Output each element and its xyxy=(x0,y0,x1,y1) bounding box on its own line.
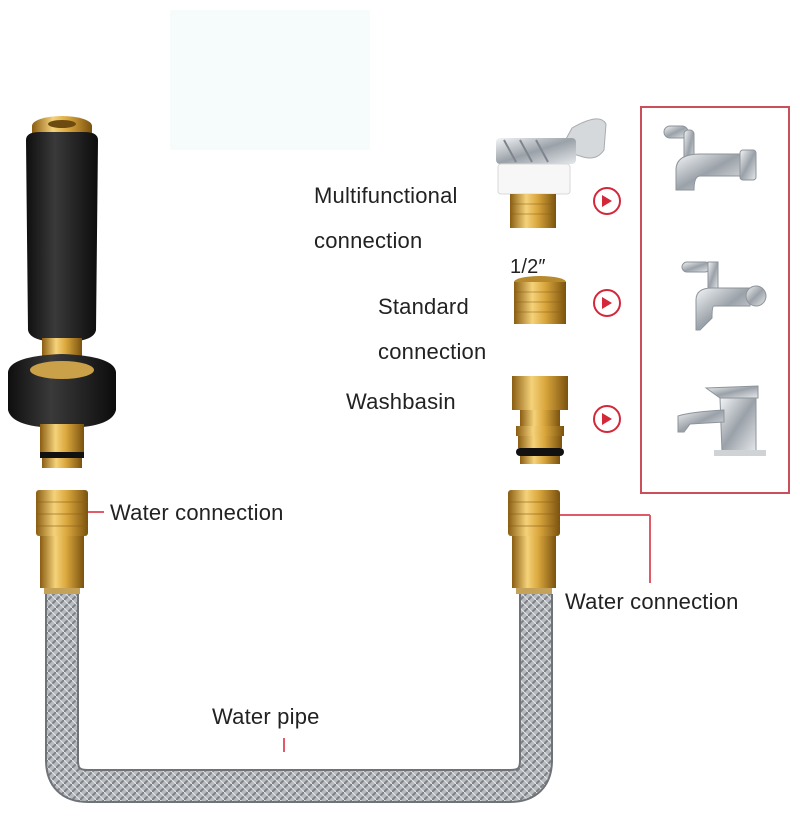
callout-lines xyxy=(88,512,650,752)
arrow-right-circle-icon xyxy=(593,405,621,433)
multifunctional-label-line2: connection xyxy=(314,230,422,252)
braided-water-pipe xyxy=(62,594,536,786)
water-pipe-label: Water pipe xyxy=(212,706,320,728)
standard-label-line2: connection xyxy=(378,341,486,363)
washbasin-adapter xyxy=(512,376,568,464)
spray-nozzle xyxy=(8,116,116,468)
multifunctional-label: Multifunctional xyxy=(314,185,458,207)
left-hose-fitting xyxy=(36,490,88,594)
standard-adapter xyxy=(514,276,566,324)
size-label: 1/2″ xyxy=(510,257,546,277)
right-hose-fitting xyxy=(508,490,560,594)
arrow-right-circle-icon xyxy=(593,289,621,317)
faucet-types-frame xyxy=(640,106,790,494)
standard-label: Standard xyxy=(378,296,469,318)
arrow-right-circle-icon xyxy=(593,187,621,215)
background-patch xyxy=(170,10,370,150)
water-connection-left-label: Water connection xyxy=(110,502,284,524)
water-connection-right-label: Water connection xyxy=(565,591,739,613)
multifunctional-adapter xyxy=(496,119,606,228)
washbasin-label: Washbasin xyxy=(346,391,456,413)
